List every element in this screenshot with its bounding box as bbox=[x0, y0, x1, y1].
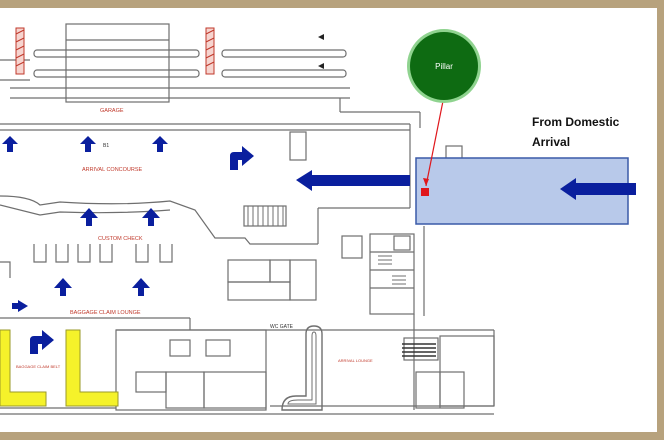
up-arrow-icon bbox=[132, 278, 150, 296]
stair-stripes-3 bbox=[402, 343, 436, 357]
stair-stripes bbox=[247, 206, 284, 226]
grey-carousel-inner bbox=[287, 331, 317, 405]
frame-bottom bbox=[0, 432, 664, 440]
baggage-lounge-outline bbox=[0, 317, 495, 415]
right-arrow-icon bbox=[12, 300, 28, 312]
custom-check-booths bbox=[0, 244, 173, 278]
label-wc: WC GATE bbox=[270, 324, 294, 330]
yellow-belt-left bbox=[0, 329, 47, 407]
big-left-arrow-icon bbox=[296, 170, 410, 191]
pillar-pointer-line bbox=[425, 95, 445, 187]
incoming-left-arrow-icon bbox=[560, 178, 636, 200]
label-custom-check: CUSTOM CHECK bbox=[98, 236, 143, 242]
up-arrow-icon bbox=[142, 208, 160, 226]
yellow-belt-right bbox=[65, 329, 119, 407]
flow-arrows-up bbox=[2, 136, 168, 296]
grey-carousel bbox=[281, 325, 323, 411]
pillar-callout-circle bbox=[410, 32, 478, 100]
concourse-outline bbox=[0, 123, 463, 245]
frame-right bbox=[657, 0, 664, 440]
label-baggage-claim-lounge: BAGGAGE CLAIM LOUNGE bbox=[70, 310, 141, 316]
from-domestic-line2: Arrival bbox=[532, 135, 570, 149]
label-left-yellow: BAGGAGE CLAIM BELT bbox=[16, 364, 61, 369]
label-arrival-concourse: ARRIVAL CONCOURSE bbox=[82, 167, 143, 173]
bent-arrow-icon bbox=[30, 330, 54, 354]
frame-top bbox=[0, 0, 664, 8]
up-arrow-icon bbox=[80, 208, 98, 226]
label-mid-lounge: ARRIVAL LOUNGE bbox=[338, 358, 373, 363]
bent-arrow-icon bbox=[230, 146, 254, 170]
garage-block bbox=[0, 23, 421, 128]
pillar-marker bbox=[421, 188, 429, 196]
up-arrow-icon bbox=[80, 136, 96, 152]
up-arrow-icon bbox=[54, 278, 72, 296]
up-arrow-icon bbox=[2, 136, 18, 152]
label-garage: GARAGE bbox=[100, 108, 124, 114]
pillar-label: Pillar bbox=[435, 62, 453, 71]
service-rooms bbox=[227, 226, 425, 410]
pointer-arrowhead bbox=[423, 178, 429, 186]
stair-stripes-2 bbox=[378, 255, 406, 285]
up-arrow-icon bbox=[152, 136, 168, 152]
rail-arrowheads bbox=[318, 34, 324, 69]
label-tag-b: B1 bbox=[103, 143, 109, 149]
hatched-posts bbox=[15, 27, 215, 75]
from-domestic-line1: From Domestic bbox=[532, 115, 620, 129]
